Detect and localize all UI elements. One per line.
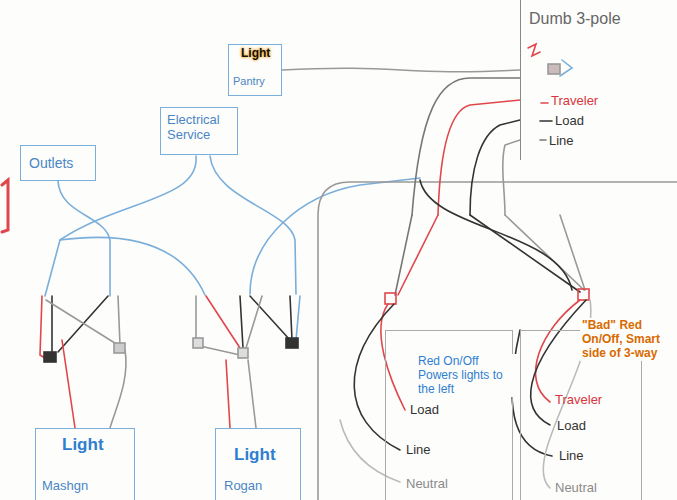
outlets-box: Outlets <box>20 145 96 181</box>
outlets-label: Outlets <box>29 155 73 171</box>
terminal-label: Neutral <box>406 477 448 492</box>
light-box: LightMashgn <box>35 428 135 500</box>
light-box: LightPantry <box>228 44 282 96</box>
light-label: Light <box>234 445 276 465</box>
terminal-label: Line <box>549 134 574 149</box>
terminal-label: Load <box>410 403 439 418</box>
switch-title: Dumb 3-pole <box>529 10 621 28</box>
room-name: Rogan <box>224 479 262 494</box>
wire-connector <box>282 68 520 71</box>
switch-box: Dumb 3-poleTravelerLoadLine <box>520 0 677 160</box>
terminal-label: Neutral <box>555 481 597 496</box>
room-name: Pantry <box>233 75 265 88</box>
terminal-label: Load <box>555 114 584 129</box>
terminal-label: Line <box>559 449 584 464</box>
service-label: Electrical Service <box>167 113 233 143</box>
room-name: Mashgn <box>42 479 88 494</box>
light-label: Light <box>62 435 104 455</box>
terminal-label: Line <box>406 443 431 458</box>
terminal-label: Traveler <box>555 393 602 408</box>
light-box: LightRogan <box>215 428 301 500</box>
terminal-label: Load <box>557 419 586 434</box>
light-label: Light <box>241 47 270 61</box>
service-box: Electrical Service <box>160 107 238 155</box>
terminal-label: Traveler <box>551 94 598 109</box>
annotation: "Bad" Red On/Off, Smart side of 3-way <box>580 318 677 361</box>
annotation: Red On/Off Powers lights to the left <box>416 354 518 397</box>
